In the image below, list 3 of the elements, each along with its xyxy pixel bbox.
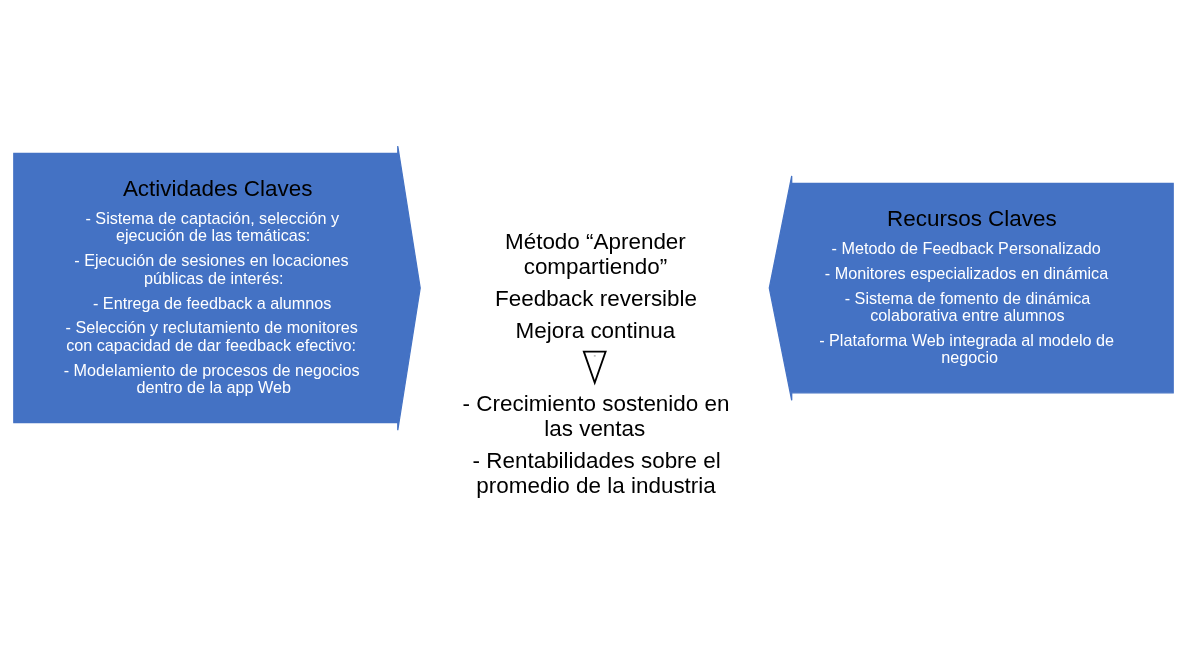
arrow: [582, 350, 607, 386]
node-text: - Crecimiento sostenido en las ventas - Rentabilidades sobre el promedio de la industria: [462, 390, 730, 498]
node-text: Método “Aprender compartiendo” Feedback reversible Mejora continua: [495, 228, 698, 343]
